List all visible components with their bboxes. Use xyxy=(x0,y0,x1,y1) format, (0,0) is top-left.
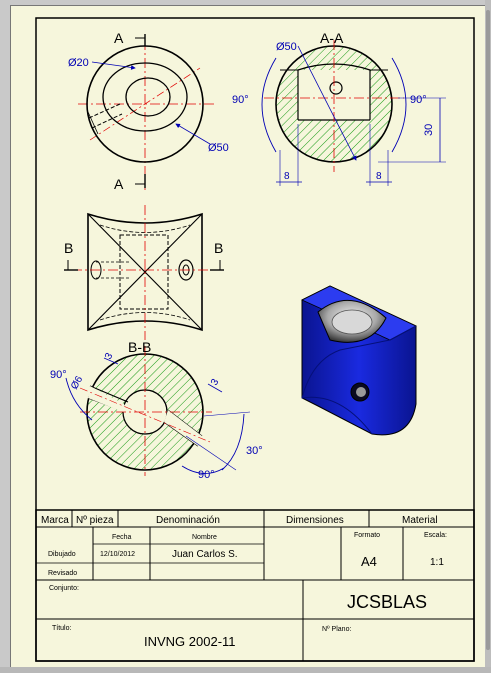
section-aa-view: A-A Ø50 90° 90° 30 8 8 xyxy=(232,30,446,186)
header-material: Material xyxy=(402,515,438,526)
dim-bb-angle-bottom: 90° xyxy=(198,469,215,481)
label-titulo: Título: xyxy=(52,625,72,632)
header-pieza: Nº pieza xyxy=(76,515,114,526)
label-fecha: Fecha xyxy=(112,534,132,541)
title-block xyxy=(35,509,475,662)
label-nombre: Nombre xyxy=(192,534,217,541)
bottom-edge xyxy=(0,667,491,673)
section-bb-view: B-B 90° Ø6 3 3 30° 90° xyxy=(50,339,263,481)
dim-bb-angle-left: 90° xyxy=(50,369,67,381)
value-titulo: INVNG 2002-11 xyxy=(144,634,236,649)
dim-aa-angle-right: 90° xyxy=(410,94,427,106)
scrollbar-thumb[interactable] xyxy=(486,10,490,650)
section-aa-title: A-A xyxy=(320,30,344,46)
label-conjunto: Conjunto: xyxy=(49,585,79,592)
label-escala: Escala: xyxy=(424,532,447,539)
vertical-scrollbar[interactable] xyxy=(485,0,491,673)
value-formato: A4 xyxy=(361,554,377,569)
front-view: B B xyxy=(64,205,224,340)
cut-label-b-right: B xyxy=(214,240,223,256)
dim-aa-bottom-right: 8 xyxy=(376,171,382,182)
dim-bb-hole-dia: Ø6 xyxy=(69,374,85,391)
title-block-text: Marca Nº pieza Denominación Dimensiones … xyxy=(41,515,447,649)
cut-label-a-top: A xyxy=(114,30,124,46)
dim-aa-height: 30 xyxy=(423,124,435,136)
label-revisado: Revisado xyxy=(48,570,77,577)
section-bb-title: B-B xyxy=(128,339,151,355)
cut-label-b-left: B xyxy=(64,240,73,256)
top-view: A A Ø20 Ø50 xyxy=(68,30,229,192)
dim-top-large-dia: Ø50 xyxy=(208,142,229,154)
dim-bb-small-3-right: 3 xyxy=(209,377,222,388)
label-formato: Formato xyxy=(354,532,380,539)
header-marca: Marca xyxy=(41,515,69,526)
label-plano: Nº Plano: xyxy=(322,626,351,633)
cut-label-a-bottom: A xyxy=(114,176,124,192)
header-denominacion: Denominación xyxy=(156,515,220,526)
dim-bb-small-3-left: 3 xyxy=(103,351,116,362)
value-fecha: 12/10/2012 xyxy=(100,551,135,558)
dim-bb-angle-30: 30° xyxy=(246,445,263,457)
value-nombre: Juan Carlos S. xyxy=(172,549,238,560)
dim-aa-dia: Ø50 xyxy=(276,41,297,53)
company-name: JCSBLAS xyxy=(347,592,427,612)
dim-aa-angle-left: 90° xyxy=(232,94,249,106)
dim-aa-bottom-left: 8 xyxy=(284,171,290,182)
isometric-model xyxy=(301,285,417,436)
dim-top-small-dia: Ø20 xyxy=(68,57,89,69)
header-dimensiones: Dimensiones xyxy=(286,515,344,526)
label-dibujado: Dibujado xyxy=(48,551,76,558)
value-escala: 1:1 xyxy=(430,557,444,568)
